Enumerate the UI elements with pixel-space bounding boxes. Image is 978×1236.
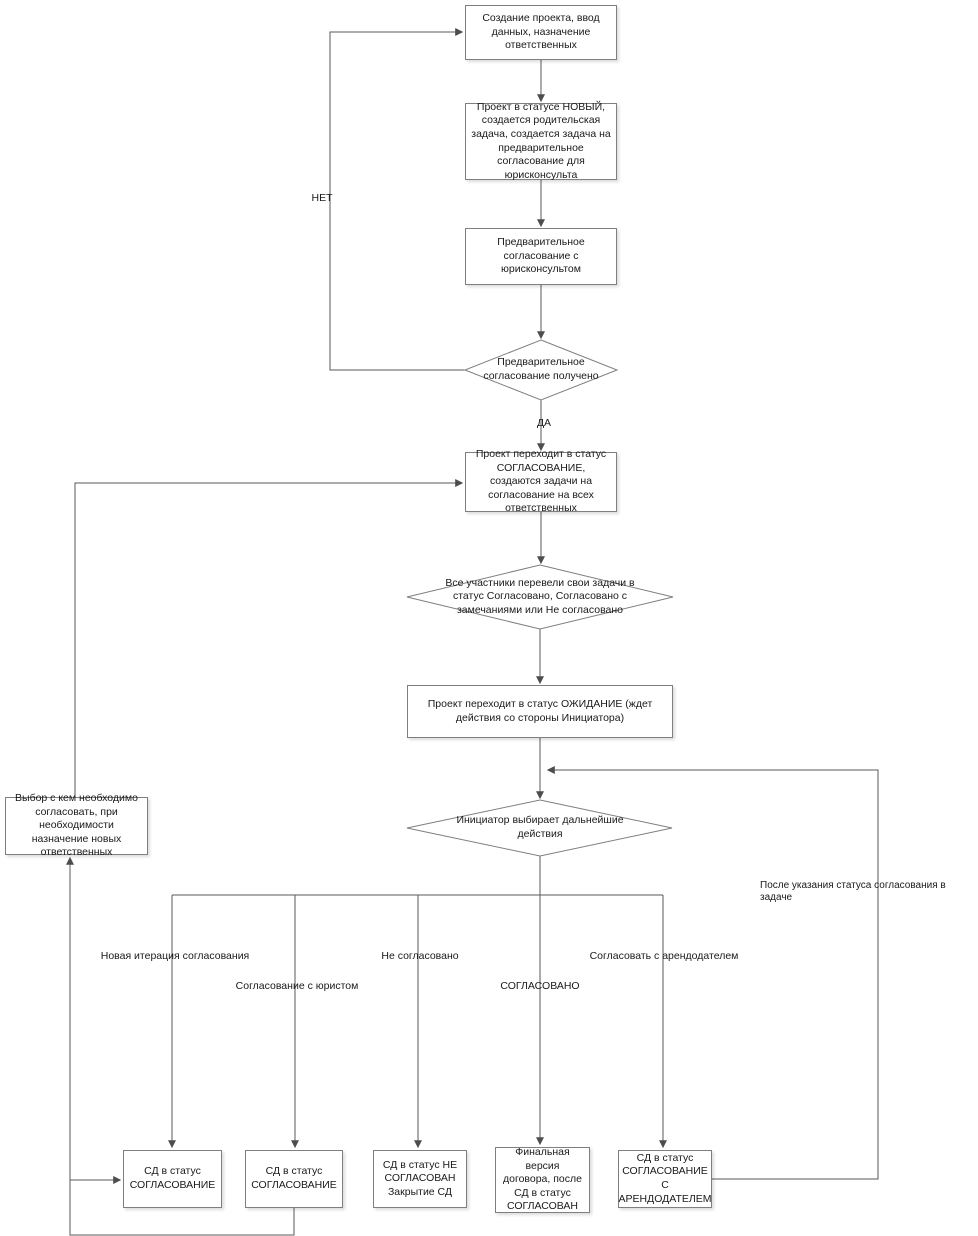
decision-prelim-received: Предварительное согласование получено [483,356,599,382]
edge-label-with-landlord: Согласовать с арендодателем [589,950,739,962]
edge-label-after-status: После указания статуса согласования в за… [760,880,946,903]
node-sd-soglasovanie-1: СД в статус СОГЛАСОВАНИЕ [123,1150,222,1208]
node-final-version: Финальная версия договора, после СД в ст… [495,1146,590,1213]
edge-label-da: ДА [536,417,552,429]
edge-label-new-iteration: Новая итерация согласования [100,950,250,962]
decision-all-participants: Все участники перевели свои задачи в ста… [445,576,635,616]
edge-label-with-lawyer: Согласование с юристом [235,980,359,992]
node-sd-ne-soglasovan: СД в статус НЕ СОГЛАСОВАН Закрытие СД [373,1150,467,1208]
decision-initiator-shape [406,799,673,857]
node-status-soglasovanie: Проект переходит в статус СОГЛАСОВАНИЕ, … [465,448,617,514]
node-sd-soglasovanie-2: СД в статус СОГЛАСОВАНИЕ [245,1150,343,1208]
node-choose-with-whom: Выбор с кем необходимо согласовать, при … [5,792,148,858]
edge-label-net: НЕТ [311,192,333,204]
node-status-new: Проект в статусе НОВЫЙ, создается родите… [465,101,617,181]
edge-label-agreed: СОГЛАСОВАНО [500,980,580,992]
node-status-ozhidanie: Проект переходит в статус ОЖИДАНИЕ (ждет… [407,685,673,738]
decision-all-participants-shape [406,564,674,630]
decision-prelim-received-shape [463,339,619,401]
decision-initiator-chooses: Инициатор выбирает дальнейшие действия [456,814,624,840]
node-prelim-approval: Предварительное согласование с юрисконсу… [465,228,617,285]
node-sd-soglasovanie-arendodatel: СД в статус СОГЛАСОВАНИЕ С АРЕНДОДАТЕЛЕМ [618,1150,712,1208]
node-create-project: Создание проекта, ввод данных, назначени… [465,5,617,60]
edge-label-not-agreed: Не согласовано [381,950,459,962]
